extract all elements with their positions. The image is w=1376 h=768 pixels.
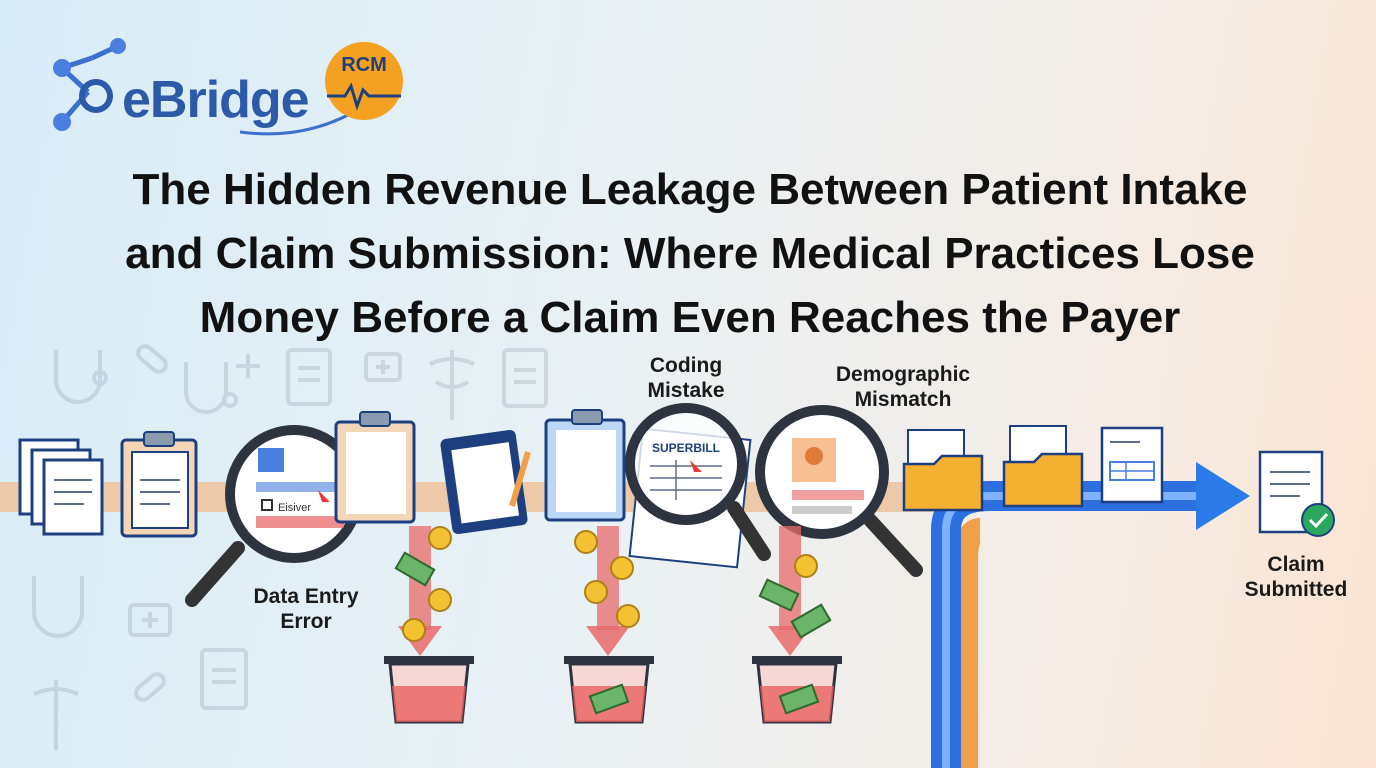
coin-icon: [610, 556, 634, 580]
leak-stream-2: [564, 526, 654, 724]
banknote-icon: [588, 683, 630, 715]
leak-label-1-line1: Data Entry: [253, 585, 359, 608]
pill-icon: [134, 672, 166, 702]
bucket-icon: [384, 656, 474, 724]
clipboard-icon: [440, 429, 531, 535]
medical-kit-icon: [364, 352, 402, 382]
claim-pipeline: [931, 462, 1250, 768]
claim-submitted-label: Claim Submitted: [1226, 552, 1366, 602]
bucket-icon: [564, 656, 654, 724]
title-line-3: Money Before a Claim Even Reaches the Pa…: [199, 293, 1181, 342]
superbill-label: SUPERBILL: [652, 441, 720, 455]
folder-icon: [1002, 425, 1084, 508]
banknote-icon: [790, 603, 832, 639]
leak-label-demographic: Demographic Mismatch: [808, 362, 998, 412]
clipboard-icon: [120, 431, 198, 538]
leak-label-3-line2: Mismatch: [854, 388, 952, 411]
stethoscope-icon: [184, 362, 238, 414]
leak-label-2-line1: Coding: [649, 354, 723, 377]
leak-stream-1: [384, 526, 474, 724]
leak-label-coding: Coding Mistake: [616, 353, 756, 403]
claim-document-icon: [1258, 450, 1335, 537]
magnifier-icon: SUPERBILL: [625, 403, 771, 569]
caduceus-icon: [33, 680, 79, 750]
form-field-text: Eisiver: [278, 502, 311, 514]
caduceus-icon: [429, 350, 475, 420]
pill-icon: [136, 344, 168, 374]
rcm-badge: RCM: [325, 42, 403, 120]
clipboard-icon: [286, 348, 332, 406]
leak-stream-3: [752, 526, 842, 724]
magnifier-icon: Eisiver: [185, 425, 363, 607]
brand-logo: eBridge RCM: [40, 36, 420, 146]
clipboard-icon: [502, 348, 548, 408]
brand-name: eBridge: [122, 71, 310, 129]
folder-icon: [902, 429, 984, 512]
revenue-flow-diagram: Eisiver SUPERBILL: [0, 344, 1335, 768]
document-stack-icon: [18, 438, 104, 536]
clipboard-icon: [334, 411, 416, 524]
coin-icon: [428, 588, 452, 612]
claim-submitted-line1: Claim: [1267, 553, 1325, 576]
clipboard-icon: [544, 409, 626, 522]
coin-icon: [428, 526, 452, 550]
claim-submitted-line2: Submitted: [1244, 578, 1348, 601]
spreadsheet-icon: [1100, 426, 1164, 504]
title-line-1: The Hidden Revenue Leakage Between Patie…: [132, 165, 1248, 214]
magnifier-icon: [755, 405, 923, 577]
bucket-icon: [752, 656, 842, 724]
leak-label-2-line2: Mistake: [647, 379, 725, 402]
coin-icon: [794, 554, 818, 578]
coin-icon: [402, 618, 426, 642]
coin-icon: [616, 604, 640, 628]
stethoscope-icon: [54, 350, 108, 404]
checkmark-icon: [1301, 503, 1335, 537]
network-nodes-icon: [53, 38, 351, 136]
page-title: The Hidden Revenue Leakage Between Patie…: [40, 158, 1340, 350]
coin-icon: [584, 580, 608, 604]
coin-icon: [574, 530, 598, 554]
heartbeat-icon: [327, 82, 401, 111]
leak-label-1-line2: Error: [280, 610, 332, 633]
banknote-icon: [394, 551, 436, 587]
leak-label-3-line1: Demographic: [835, 363, 971, 386]
banknote-icon: [778, 683, 820, 715]
rcm-badge-label: RCM: [341, 54, 387, 76]
leak-label-data-entry: Data Entry Error: [226, 584, 386, 634]
banknote-icon: [758, 578, 800, 612]
medical-kit-icon: [128, 603, 172, 637]
title-line-2: and Claim Submission: Where Medical Prac…: [125, 229, 1255, 278]
stethoscope-icon: [32, 576, 84, 638]
clipboard-icon: [200, 648, 248, 710]
